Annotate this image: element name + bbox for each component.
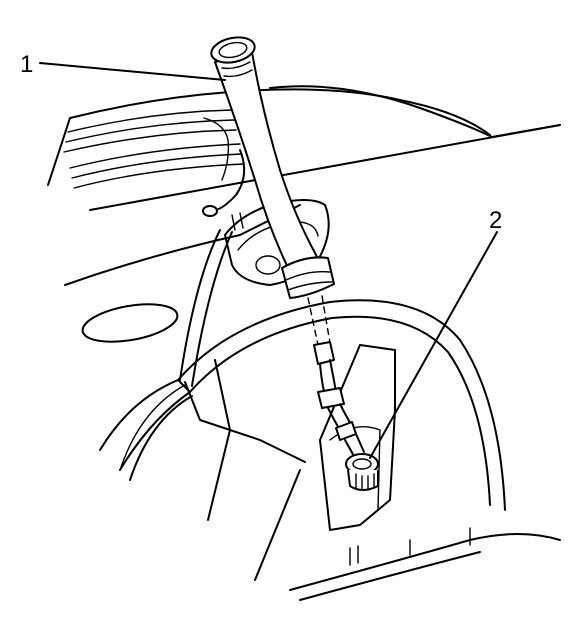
callout-label-2: 2 [489,207,502,234]
callout-label-1: 1 [20,51,33,78]
leader-line-2 [369,231,498,459]
wheelhouse-arch [99,299,506,511]
hose-clamp-fitting [345,453,379,491]
vent-hose [313,341,365,459]
leader-lines [39,62,498,459]
support-strap [179,229,306,521]
trim-rails [63,109,245,189]
leader-line-1 [39,62,226,81]
inner-cavity [254,344,561,601]
panel-oval-opening [81,303,179,343]
neck-seal-grommet [281,256,335,299]
hidden-neck-dashed [307,295,331,346]
tether-cable [202,149,246,231]
